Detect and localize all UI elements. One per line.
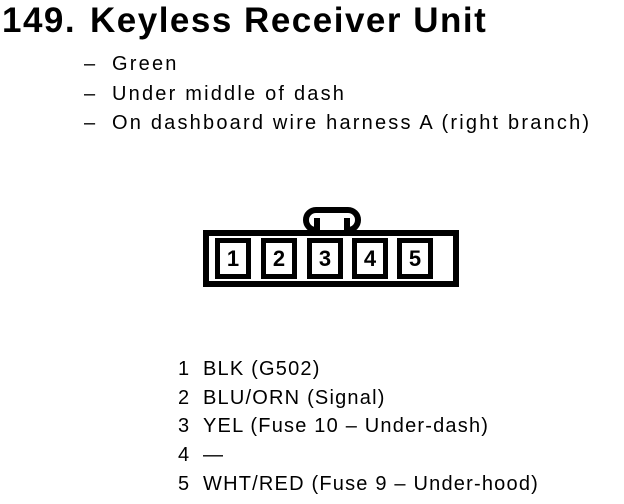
dash-bullet: – bbox=[84, 82, 96, 105]
pin-number: 1 bbox=[178, 357, 190, 380]
pin-cavity-5: 5 bbox=[397, 238, 433, 279]
wire-description: — bbox=[203, 444, 225, 467]
pin-cavity-2: 2 bbox=[261, 238, 297, 279]
pin-number: 3 bbox=[178, 415, 190, 438]
pinout-row: 4 — bbox=[178, 441, 539, 470]
pin-cavity-3: 3 bbox=[307, 238, 343, 279]
connector-body: 1 2 3 4 5 bbox=[203, 230, 459, 287]
pin-number: 2 bbox=[178, 386, 190, 409]
note-item: – On dashboard wire harness A (right bra… bbox=[84, 109, 591, 139]
latch-notch-right-edge bbox=[344, 218, 350, 232]
section-heading: 149. Keyless Receiver Unit bbox=[2, 1, 487, 41]
pinout-row: 1 BLK (G502) bbox=[178, 355, 539, 384]
location-notes: – Green – Under middle of dash – On dash… bbox=[84, 50, 591, 139]
wire-description: BLK (G502) bbox=[203, 357, 321, 380]
note-text: On dashboard wire harness A (right branc… bbox=[112, 112, 592, 135]
wire-description: WHT/RED (Fuse 9 – Under-hood) bbox=[203, 472, 540, 495]
pinout-row: 5 WHT/RED (Fuse 9 – Under-hood) bbox=[178, 470, 539, 499]
pin-number: 5 bbox=[178, 472, 190, 495]
pinout-list: 1 BLK (G502) 2 BLU/ORN (Signal) 3 YEL (F… bbox=[178, 355, 539, 499]
wire-description: BLU/ORN (Signal) bbox=[203, 386, 386, 409]
page-title: Keyless Receiver Unit bbox=[90, 1, 488, 40]
note-text: Under middle of dash bbox=[112, 82, 347, 105]
dash-bullet: – bbox=[84, 53, 96, 76]
note-text: Green bbox=[112, 53, 179, 76]
pinout-row: 2 BLU/ORN (Signal) bbox=[178, 384, 539, 413]
pin-cavity-4: 4 bbox=[352, 238, 388, 279]
note-item: – Green bbox=[84, 50, 591, 80]
note-item: – Under middle of dash bbox=[84, 80, 591, 110]
latch-notch-left-edge bbox=[314, 218, 320, 232]
section-number: 149. bbox=[2, 1, 77, 40]
wire-description: YEL (Fuse 10 – Under-dash) bbox=[203, 415, 490, 438]
connector-latch-tab bbox=[303, 207, 361, 233]
pin-number: 4 bbox=[178, 444, 190, 467]
latch-notch bbox=[316, 218, 348, 230]
dash-bullet: – bbox=[84, 112, 96, 135]
pin-cavity-1: 1 bbox=[215, 238, 251, 279]
pinout-row: 3 YEL (Fuse 10 – Under-dash) bbox=[178, 413, 539, 442]
